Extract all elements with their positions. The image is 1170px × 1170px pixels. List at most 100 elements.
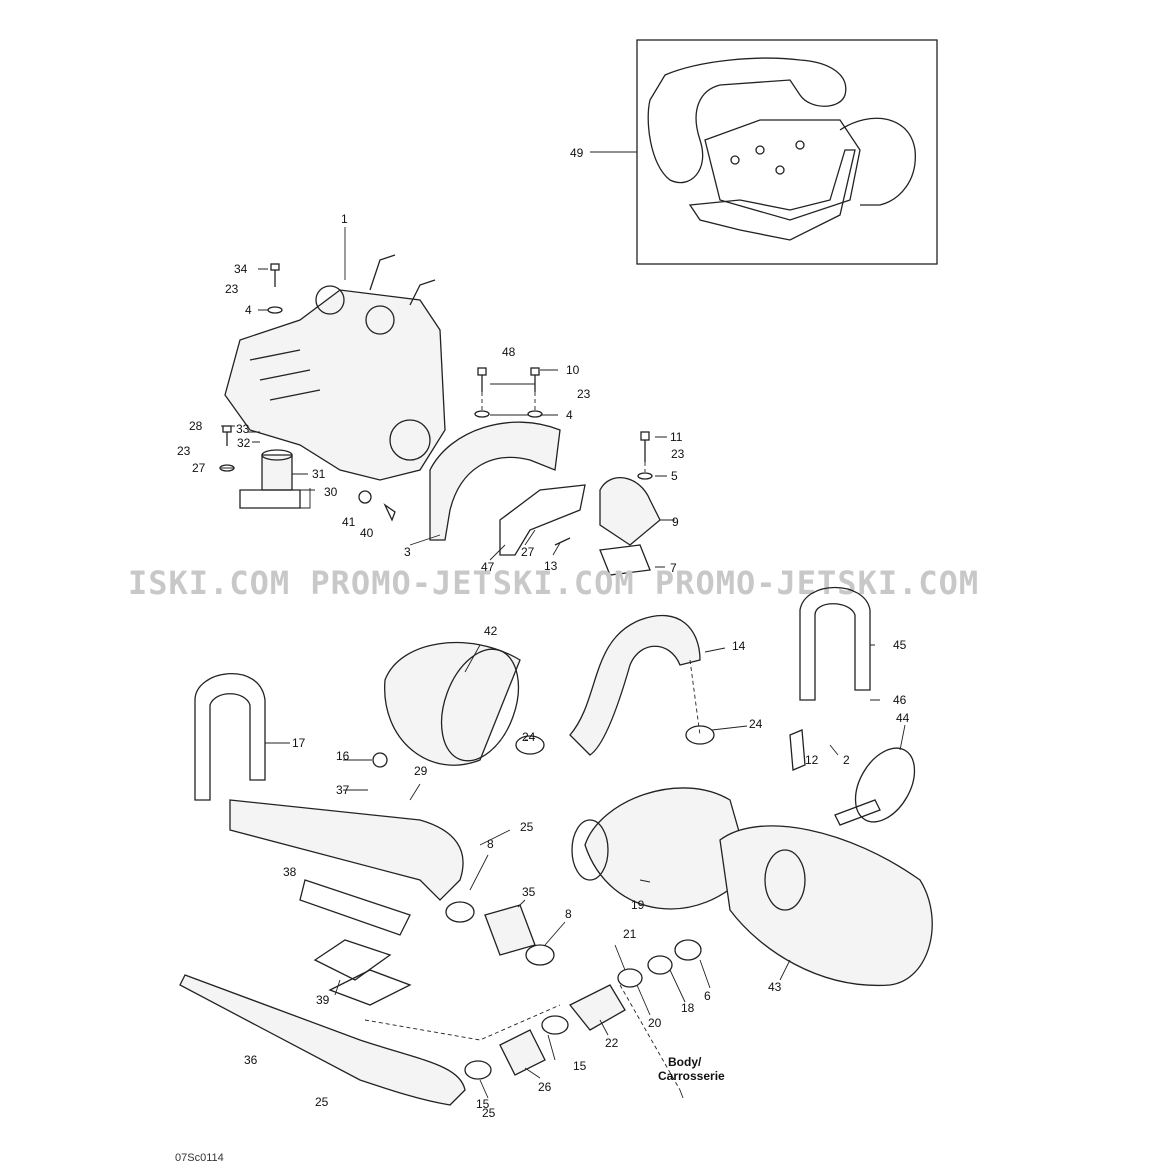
callout-42: 42 (484, 624, 498, 638)
sensor-40 (383, 503, 396, 522)
engine-mount-31 (239, 449, 301, 509)
strap-45 (799, 587, 871, 701)
callout-26: 26 (538, 1080, 552, 1094)
callout-12: 12 (805, 753, 819, 767)
callout-43: 43 (768, 980, 782, 994)
bracket-3 (429, 421, 561, 541)
callout-28: 28 (189, 419, 203, 433)
callout-23-a: 23 (225, 282, 239, 296)
callout-24-b: 24 (749, 717, 763, 731)
engine-1 (224, 254, 446, 481)
inset-engine-exhaust (647, 57, 916, 241)
callout-15-a: 15 (573, 1059, 587, 1073)
callout-11: 11 (670, 430, 683, 444)
callout-7: 7 (670, 561, 677, 575)
sleeve-35 (484, 904, 536, 956)
pads-39 (313, 939, 412, 1006)
bolt-13 (554, 537, 571, 546)
clamp-24a (515, 735, 545, 755)
watermark: ISKI.COM PROMO-JETSKI.COM PROMO-JETSKI.C… (128, 564, 979, 602)
callout-25-a: 25 (520, 820, 534, 834)
callout-48: 48 (502, 345, 516, 359)
body-note-line1: Body/ (668, 1055, 702, 1069)
inset-frame (636, 39, 938, 265)
ring-20 (617, 968, 643, 988)
water-box-43 (719, 825, 933, 987)
callout-3: 3 (404, 545, 411, 559)
callout-4-a: 4 (245, 303, 252, 317)
callout-8-a: 8 (487, 837, 494, 851)
washer-5 (637, 472, 653, 480)
bolt-10 (530, 367, 540, 392)
callout-33: 33 (236, 422, 250, 436)
drawing-reference: 07Sc0114 (175, 1152, 224, 1164)
callout-27-b: 27 (521, 545, 535, 559)
clamp-24b (685, 725, 715, 745)
clamp-15a (541, 1015, 569, 1035)
exhaust-pipe-36 (179, 974, 466, 1106)
callout-30: 30 (324, 485, 338, 499)
engine-mount-9 (599, 477, 661, 576)
callout-32: 32 (237, 436, 251, 450)
bolt-28 (222, 425, 232, 446)
callout-4-b: 4 (566, 408, 573, 422)
hose-26 (499, 1029, 546, 1076)
body-note-line2: Carrosserie (658, 1069, 725, 1083)
callout-36: 36 (244, 1053, 258, 1067)
clamp-8b (525, 944, 555, 966)
callout-21: 21 (623, 927, 637, 941)
callout-2: 2 (843, 753, 850, 767)
clip-16 (372, 752, 388, 768)
callout-10: 10 (566, 363, 580, 377)
bracket-47 (499, 484, 586, 556)
clip-41 (358, 490, 372, 504)
callout-18: 18 (681, 1001, 695, 1015)
bracket-12 (789, 729, 806, 771)
callout-5: 5 (671, 469, 678, 483)
bolt-48 (477, 367, 487, 392)
callout-31: 31 (312, 467, 326, 481)
callout-25-b: 25 (315, 1095, 329, 1109)
callout-1: 1 (341, 212, 348, 226)
bolt-11 (640, 431, 650, 462)
callout-38: 38 (283, 865, 297, 879)
callout-24-a: 24 (522, 730, 536, 744)
callout-23-b: 23 (577, 387, 591, 401)
callout-25-c: 25 (482, 1106, 496, 1120)
callout-39: 39 (316, 993, 330, 1007)
callout-29: 29 (414, 764, 428, 778)
callout-45: 45 (893, 638, 907, 652)
callout-37: 37 (336, 783, 350, 797)
callout-6: 6 (704, 989, 711, 1003)
fitting-22 (568, 984, 626, 1031)
bolt-34 (270, 263, 280, 287)
callout-23-d: 23 (671, 447, 685, 461)
callout-16: 16 (336, 749, 350, 763)
ring-6 (674, 939, 702, 961)
callout-47: 47 (481, 560, 495, 574)
callout-46: 46 (893, 693, 907, 707)
callout-13: 13 (544, 559, 558, 573)
resonator-42 (384, 642, 521, 766)
callout-41: 41 (342, 515, 356, 529)
callout-20: 20 (648, 1016, 662, 1030)
exhaust-pipe-29 (229, 799, 464, 901)
callout-8-b: 8 (565, 907, 572, 921)
strap-17 (194, 673, 266, 801)
callout-15-b: 15 (476, 1097, 490, 1111)
callout-14: 14 (732, 639, 746, 653)
washer-4a (267, 306, 283, 314)
clamp-8a (445, 901, 475, 923)
callout-40: 40 (360, 526, 374, 540)
callout-19: 19 (631, 898, 645, 912)
callout-23-c: 23 (177, 444, 191, 458)
ring-18 (647, 955, 673, 975)
cable-tie-44 (834, 747, 916, 826)
clamp-15b (464, 1060, 492, 1080)
washer-4b (474, 410, 543, 418)
callout-9: 9 (672, 515, 679, 529)
callout-17: 17 (292, 736, 306, 750)
pad-38 (299, 879, 411, 936)
callout-35: 35 (522, 885, 536, 899)
